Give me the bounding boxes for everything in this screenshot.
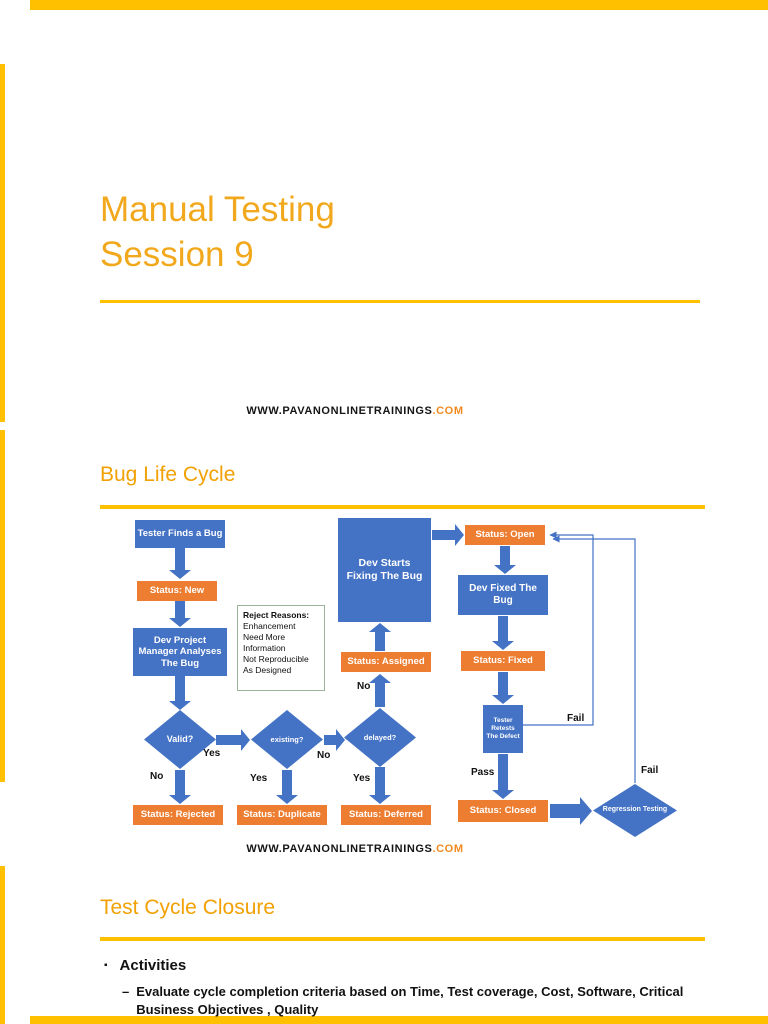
arrow-devstarts-to-open bbox=[432, 524, 464, 546]
arrow-open-to-devfixed bbox=[494, 546, 516, 574]
branch-label-fail: Fail bbox=[641, 765, 659, 776]
arrow-new-to-devpm bbox=[169, 601, 191, 627]
branch-label-pass: Pass bbox=[471, 767, 495, 778]
node-tester-retests-defect: Tester Retests The Defect bbox=[483, 705, 523, 753]
heading-underline bbox=[100, 937, 705, 941]
node-dev-starts-fixing: Dev Starts Fixing The Bug bbox=[338, 518, 431, 622]
activities-label: Activities bbox=[119, 957, 187, 974]
activity-text: Evaluate cycle completion criteria based… bbox=[136, 984, 684, 1017]
arrow-tester-to-new bbox=[169, 548, 191, 579]
node-status-assigned: Status: Assigned bbox=[341, 652, 431, 672]
bottom-accent-bar bbox=[30, 1016, 768, 1024]
website-tld: .com bbox=[432, 843, 464, 855]
reject-reason-item: As Designed bbox=[243, 665, 292, 676]
reject-reason-item: Need More Information bbox=[243, 632, 286, 654]
arrow-valid-to-rejected bbox=[169, 770, 191, 804]
square-bullet-icon: ▪ bbox=[104, 960, 108, 971]
slide-title-line2: Session 9 bbox=[100, 234, 254, 274]
reject-reason-item: Not Reproducible bbox=[243, 654, 309, 665]
dash-bullet: – bbox=[122, 984, 130, 999]
reject-reasons-title: Reject Reasons: bbox=[243, 610, 310, 620]
website-name: www.pavanonlinetrainings bbox=[246, 843, 433, 855]
node-status-open: Status: Open bbox=[465, 525, 545, 545]
node-status-duplicate: Status: Duplicate bbox=[237, 805, 327, 825]
node-status-fixed: Status: Fixed bbox=[461, 651, 545, 671]
bug-life-cycle-diagram: Tester Finds a Bug Status: New Dev Proje… bbox=[95, 513, 710, 845]
node-status-deferred: Status: Deferred bbox=[341, 805, 431, 825]
node-status-new: Status: New bbox=[137, 581, 217, 601]
arrow-assigned-to-devstarts bbox=[369, 623, 391, 651]
website-url: www.pavanonlinetrainings.com bbox=[100, 405, 610, 417]
arrow-valid-to-existing bbox=[216, 729, 250, 751]
arrow-closed-to-regression bbox=[550, 797, 592, 825]
node-status-closed: Status: Closed bbox=[458, 800, 548, 822]
website-url: www.pavanonlinetrainings.com bbox=[100, 843, 610, 855]
left-accent-strip bbox=[0, 64, 5, 422]
branch-label-yes: Yes bbox=[203, 748, 221, 759]
activities-bullet-heading: ▪ Activities bbox=[104, 957, 186, 974]
reject-reasons-box: Reject Reasons: Enhancement Need More In… bbox=[237, 605, 325, 691]
node-dev-fixed-the-bug: Dev Fixed The Bug bbox=[458, 575, 548, 615]
section-heading-test-cycle-closure: Test Cycle Closure bbox=[100, 896, 276, 919]
website-name: www.pavanonlinetrainings bbox=[246, 405, 433, 417]
slide-title-line1: Manual Testing bbox=[100, 190, 335, 229]
branch-label-yes: Yes bbox=[250, 773, 268, 784]
flow-arrows bbox=[169, 524, 636, 825]
node-status-rejected: Status: Rejected bbox=[133, 805, 223, 825]
branch-label-no: No bbox=[317, 750, 331, 761]
arrow-devfixed-to-fixed bbox=[492, 616, 514, 650]
node-dev-project-manager-analyses: Dev Project Manager Analyses The Bug bbox=[133, 628, 227, 676]
arrow-delayed-to-assigned bbox=[369, 674, 391, 707]
arrow-existing-to-duplicate bbox=[276, 770, 298, 804]
heading-underline bbox=[100, 505, 705, 509]
feedback-line-regression-fail bbox=[552, 535, 636, 783]
arrow-retests-to-closed bbox=[492, 754, 514, 799]
branch-label-yes: Yes bbox=[353, 773, 371, 784]
left-accent-strip bbox=[0, 866, 5, 1024]
branch-label-fail: Fail bbox=[567, 713, 585, 724]
section-heading-bug-life-cycle: Bug Life Cycle bbox=[100, 463, 236, 486]
arrow-existing-to-delayed bbox=[324, 729, 345, 751]
reject-reason-item: Enhancement bbox=[243, 621, 296, 632]
slide-title: Manual Testing Session 9 bbox=[100, 188, 335, 278]
branch-label-no: No bbox=[150, 771, 164, 782]
arrow-devpm-to-valid bbox=[169, 676, 191, 710]
node-tester-finds-a-bug: Tester Finds a Bug bbox=[135, 520, 225, 548]
arrow-delayed-to-deferred bbox=[369, 767, 391, 804]
branch-label-no: No bbox=[357, 681, 371, 692]
website-tld: .com bbox=[432, 405, 464, 417]
feedback-line-retest-fail bbox=[523, 531, 594, 726]
arrow-fixed-to-retests bbox=[492, 672, 514, 704]
title-underline bbox=[100, 300, 700, 303]
activities-sub-bullet: – Evaluate cycle completion criteria bas… bbox=[122, 983, 700, 1018]
top-accent-bar bbox=[30, 0, 768, 10]
left-accent-strip bbox=[0, 430, 5, 782]
